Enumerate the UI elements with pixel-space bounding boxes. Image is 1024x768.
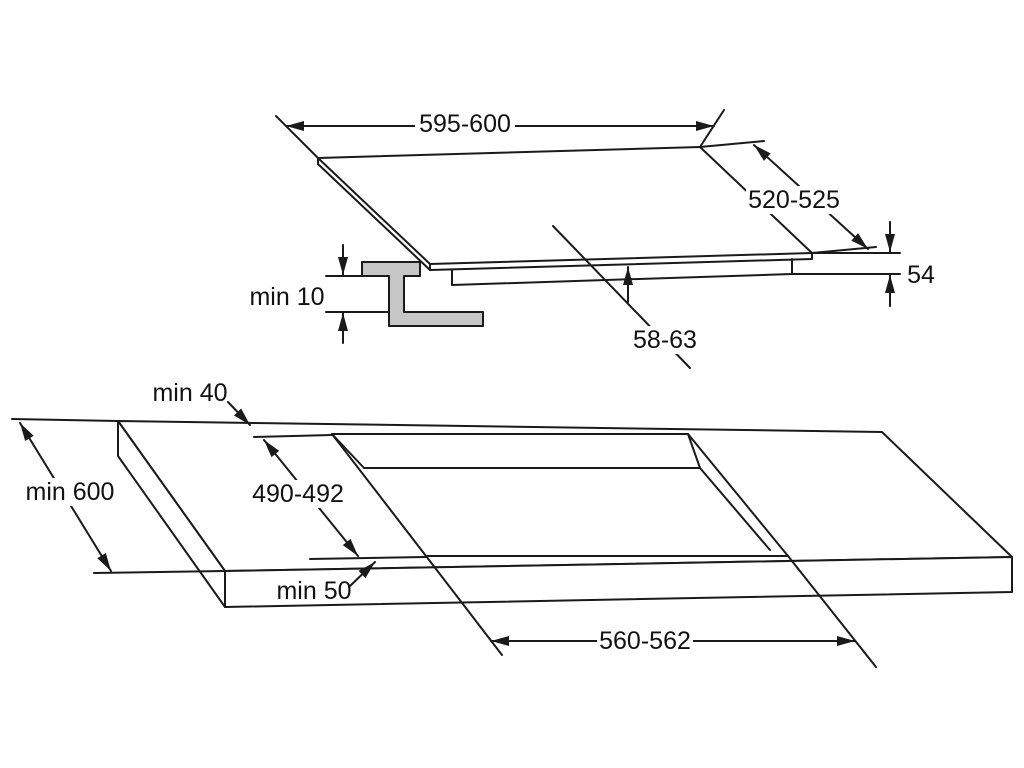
- label-backing: [153, 379, 227, 407]
- worktop-view: [117, 420, 1013, 608]
- hob-height-label: 54: [907, 261, 935, 289]
- hob-glass-front-edge: [429, 252, 813, 271]
- extension-line: [699, 140, 765, 148]
- label-backing: [746, 186, 842, 214]
- hob-body: [451, 258, 793, 286]
- mounting-bracket: [361, 261, 484, 327]
- extension-line: [699, 109, 725, 148]
- label-backing: [278, 578, 350, 603]
- front-clearance-label: min 50: [276, 577, 351, 605]
- dimension-labels: 595-600 520-525 54 58-63 min 10 min 40: [26, 110, 940, 655]
- hob-glass-left-edge: [317, 157, 431, 271]
- cutout-width-label: 560-562: [599, 627, 691, 655]
- leader-line: [227, 401, 251, 426]
- label-backing: [415, 110, 515, 138]
- dim-hob-height: [791, 221, 901, 307]
- worktop-left-face: [117, 420, 226, 608]
- extension-line: [309, 556, 427, 560]
- dim-hob-width-label-group: 595-600: [415, 110, 515, 138]
- dim-install-depth-label-group: 58-63: [631, 326, 699, 354]
- rear-clearance-label: min 40: [152, 379, 227, 407]
- dim-min-gap-label-group: min 10: [249, 283, 325, 311]
- dim-hob-height-label-group: 54: [902, 261, 940, 289]
- cutout-inner-edge: [687, 433, 701, 469]
- hob-width-label: 595-600: [419, 110, 511, 138]
- label-backing: [597, 627, 693, 655]
- dim-front-clearance: [349, 561, 376, 587]
- extension-line: [787, 555, 877, 668]
- label-backing: [252, 283, 322, 311]
- hob-depth-label: 520-525: [748, 186, 840, 214]
- label-backing: [26, 478, 114, 506]
- dim-rear-clearance-label-group: min 40: [152, 379, 228, 407]
- leader-line: [349, 561, 376, 587]
- install-depth-label: 58-63: [633, 326, 697, 354]
- cutout-depth-label: 490-492: [252, 480, 344, 508]
- label-backing: [902, 261, 940, 289]
- dim-hob-depth-label-group: 520-525: [746, 186, 842, 214]
- dim-front-clearance-label-group: min 50: [276, 577, 351, 605]
- label-backing: [252, 480, 344, 508]
- min-gap-label: min 10: [249, 283, 324, 311]
- extension-line: [275, 115, 319, 159]
- dim-min-gap: [325, 244, 390, 344]
- dim-rear-clearance: [227, 401, 251, 426]
- label-backing: [631, 326, 699, 354]
- extension-line: [11, 418, 119, 422]
- extension-line: [253, 434, 333, 438]
- hob-glass-top: [317, 146, 813, 265]
- dim-cutout-width-label-group: 560-562: [597, 627, 693, 655]
- dim-worktop-depth-label-group: min 600: [26, 478, 115, 506]
- cooktop-side-view: [317, 146, 813, 327]
- extension-line: [425, 555, 503, 656]
- worktop-depth-label: min 600: [26, 478, 115, 506]
- dim-cutout-depth-label-group: 490-492: [252, 480, 344, 508]
- extension-line: [93, 570, 226, 574]
